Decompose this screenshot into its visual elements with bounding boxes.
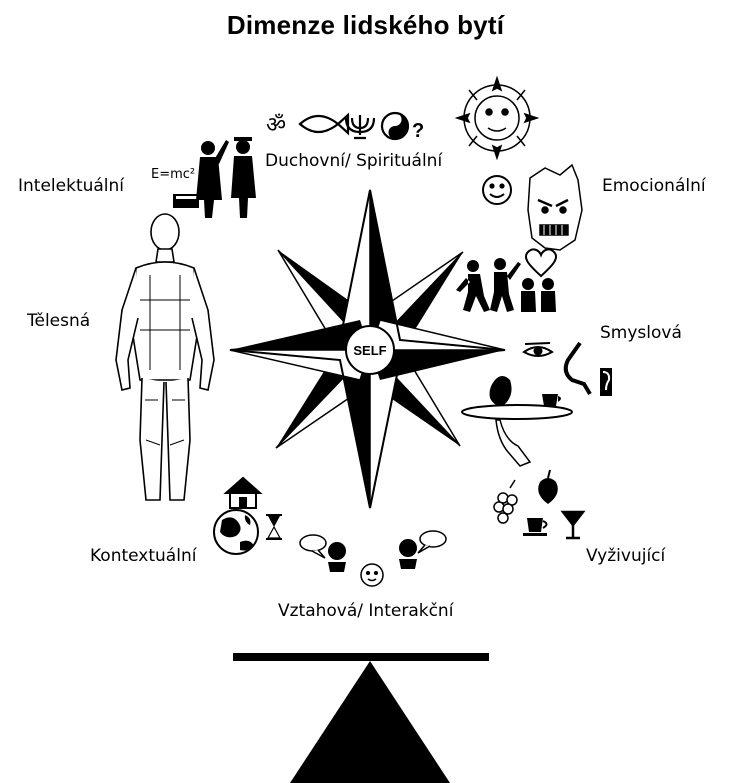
nose-icon	[563, 341, 592, 396]
angry-mask-icon	[527, 163, 583, 251]
scholars-icon	[173, 137, 256, 218]
label-nourishing: Vyživující	[586, 546, 666, 566]
label-contextual: Kontextuální	[90, 546, 197, 566]
dancers-icon	[456, 258, 556, 312]
tray-icon	[461, 376, 573, 467]
label-sensory: Smyslová	[600, 323, 682, 343]
globe-icon	[213, 509, 259, 555]
speech-bubble-right-icon	[417, 530, 447, 554]
speech-bubble-left-icon	[299, 534, 327, 559]
cup-on-tray-icon	[542, 394, 561, 406]
balance-beam	[233, 653, 489, 661]
spiritual-symbols: ॐ ?	[266, 111, 424, 142]
apple-on-tray-icon	[489, 376, 512, 406]
baby-face-icon	[360, 563, 384, 587]
question-icon: ?	[412, 120, 424, 142]
fulcrum-triangle	[290, 661, 450, 783]
house-icon	[223, 476, 263, 509]
ear-icon	[600, 368, 612, 396]
person-head-right-icon	[399, 539, 417, 569]
label-physical: Tělesná	[27, 311, 91, 331]
hourglass-icon	[266, 514, 282, 540]
label-intellectual: Intelektuální	[18, 176, 125, 196]
smiley-icon	[482, 175, 512, 205]
coffee-cup-icon	[523, 518, 548, 536]
label-spiritual: Duchovní/ Spirituální	[265, 151, 443, 171]
cocktail-glass-icon	[560, 510, 586, 540]
om-icon: ॐ	[266, 113, 286, 138]
heart-icon	[524, 248, 558, 278]
self-center: SELF	[345, 325, 395, 375]
fish-icon	[298, 112, 350, 136]
diagram-title: Dimenze lidského bytí	[226, 10, 505, 40]
compass-star	[229, 189, 506, 509]
menorah-icon	[344, 115, 376, 140]
label-emotional: Emocionální	[602, 176, 706, 196]
eye-icon	[522, 342, 554, 357]
apple-icon	[538, 469, 558, 504]
formula-text: E=mc²	[151, 167, 196, 182]
grapes-icon	[493, 479, 518, 524]
person-head-left-icon	[328, 542, 346, 572]
self-text: SELF	[353, 343, 386, 358]
sun-face-icon	[454, 75, 540, 161]
label-relational: Vztahová/ Interakční	[278, 601, 454, 621]
human-body-icon	[115, 213, 215, 501]
